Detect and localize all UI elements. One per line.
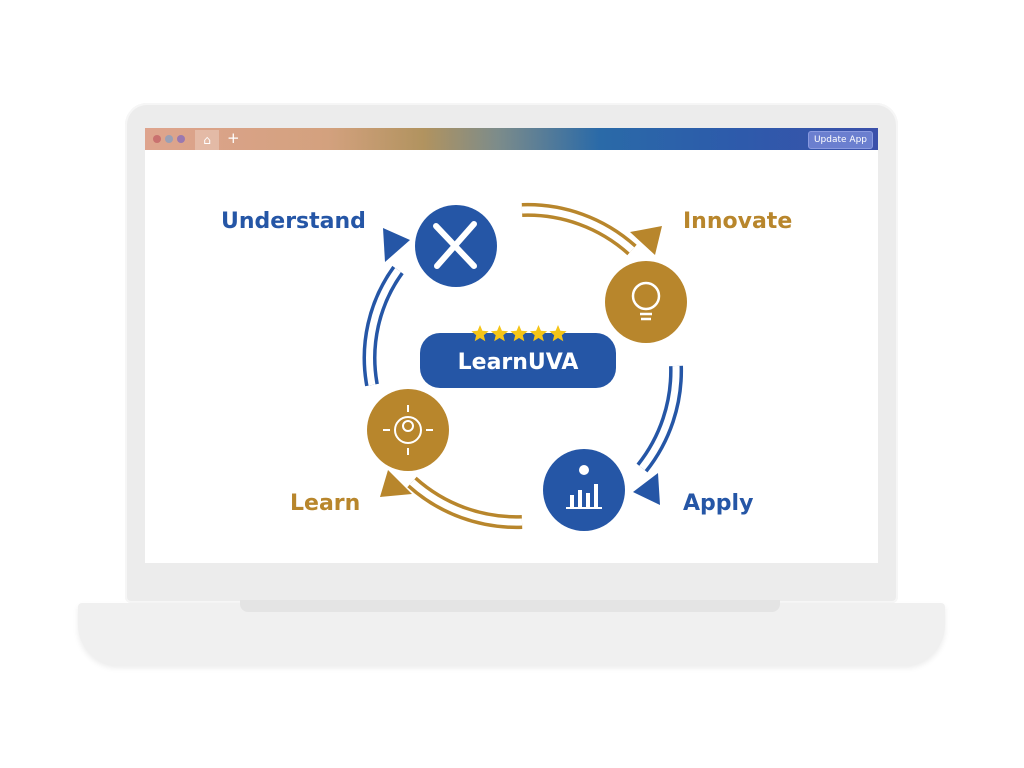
- tools-icon: [433, 221, 477, 269]
- update-app-button[interactable]: Update App: [807, 131, 873, 149]
- stage-label-apply: Apply: [683, 491, 754, 516]
- rating-stars: [471, 325, 567, 342]
- minimize-dot[interactable]: [165, 135, 173, 143]
- star-icon: [471, 325, 489, 342]
- laptop-base: [78, 603, 945, 665]
- laptop-hinge: [240, 600, 780, 612]
- home-tab[interactable]: ⌂: [195, 130, 219, 150]
- arrow-learn-to-understand: [362, 228, 410, 387]
- chart-growth-icon: [566, 465, 602, 509]
- star-icon: [549, 325, 567, 342]
- close-dot[interactable]: [153, 135, 161, 143]
- star-icon: [510, 325, 528, 342]
- innovate-node: [605, 261, 687, 343]
- lightbulb-brain-icon: [631, 281, 661, 321]
- stage-label-innovate: Innovate: [683, 209, 793, 234]
- center-label: LearnUVA: [458, 350, 579, 375]
- stage-label-learn: Learn: [290, 491, 361, 516]
- arrow-apply-to-learn: [380, 470, 523, 530]
- arrow-innovate-to-apply: [633, 365, 684, 505]
- apply-node: [543, 449, 625, 531]
- center-badge: [420, 333, 616, 388]
- understand-node: [415, 205, 497, 287]
- learn-node: [367, 389, 449, 471]
- star-icon: [529, 325, 548, 342]
- maximize-dot[interactable]: [177, 135, 185, 143]
- home-icon: ⌂: [203, 133, 211, 147]
- browser-titlebar: ⌂ + Update App: [145, 128, 878, 150]
- arrow-understand-to-innovate: [521, 202, 662, 256]
- new-tab-button[interactable]: +: [227, 129, 240, 147]
- person-network-icon: [383, 405, 433, 455]
- stage-label-understand: Understand: [221, 209, 366, 234]
- star-icon: [490, 325, 509, 342]
